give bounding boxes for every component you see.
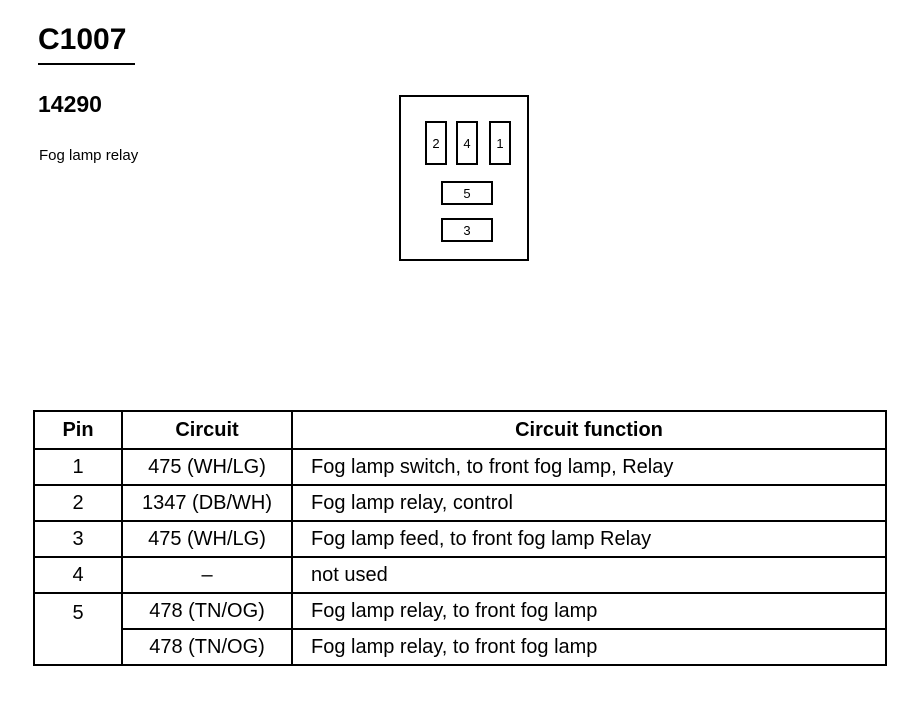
pin-cavity-5: 5 (441, 181, 493, 205)
circuit-cell: 475 (WH/LG) (121, 448, 293, 486)
circuit-cell: 475 (WH/LG) (121, 520, 293, 558)
table-row: 4 – not used (33, 556, 887, 594)
function-cell: Fog lamp switch, to front fog lamp, Rela… (291, 448, 887, 486)
circuit-cell: 478 (TN/OG) (121, 592, 293, 630)
pin-cavity-1: 1 (489, 121, 511, 165)
table-row: 5 478 (TN/OG) Fog lamp relay, to front f… (33, 592, 887, 666)
pin-cavity-2: 2 (425, 121, 447, 165)
connector-title: C1007 (38, 23, 127, 56)
part-number: 14290 (38, 91, 102, 117)
function-cell: Fog lamp feed, to front fog lamp Relay (291, 520, 887, 558)
pin-cavity-3: 3 (441, 218, 493, 242)
title-underline (38, 63, 135, 65)
pin-cell: 3 (33, 520, 123, 558)
table-row: 3 475 (WH/LG) Fog lamp feed, to front fo… (33, 520, 887, 558)
pin-cell: 4 (33, 556, 123, 594)
connector-face-diagram: 2 4 1 5 3 (399, 95, 529, 261)
table-row: 2 1347 (DB/WH) Fog lamp relay, control (33, 484, 887, 522)
function-cell: Fog lamp relay, to front fog lamp (291, 592, 887, 630)
function-cell: Fog lamp relay, to front fog lamp (291, 628, 887, 666)
pinout-table: Pin Circuit Circuit function 1 475 (WH/L… (33, 410, 887, 666)
pin-cavity-4: 4 (456, 121, 478, 165)
header-pin: Pin (33, 410, 123, 450)
table-header-row: Pin Circuit Circuit function (33, 410, 887, 450)
circuit-cell: – (121, 556, 293, 594)
header-circuit-function: Circuit function (291, 410, 887, 450)
table-row: 478 (TN/OG) Fog lamp relay, to front fog… (34, 628, 887, 666)
circuit-cell: 478 (TN/OG) (121, 628, 293, 666)
connector-description: Fog lamp relay (39, 147, 139, 164)
function-cell: not used (291, 556, 887, 594)
table-row: 1 475 (WH/LG) Fog lamp switch, to front … (33, 448, 887, 486)
circuit-cell: 1347 (DB/WH) (121, 484, 293, 522)
pin-cell: 2 (33, 484, 123, 522)
header-circuit: Circuit (121, 410, 293, 450)
pin-cell: 1 (33, 448, 123, 486)
function-cell: Fog lamp relay, control (291, 484, 887, 522)
pin-cell: 5 (33, 592, 123, 666)
